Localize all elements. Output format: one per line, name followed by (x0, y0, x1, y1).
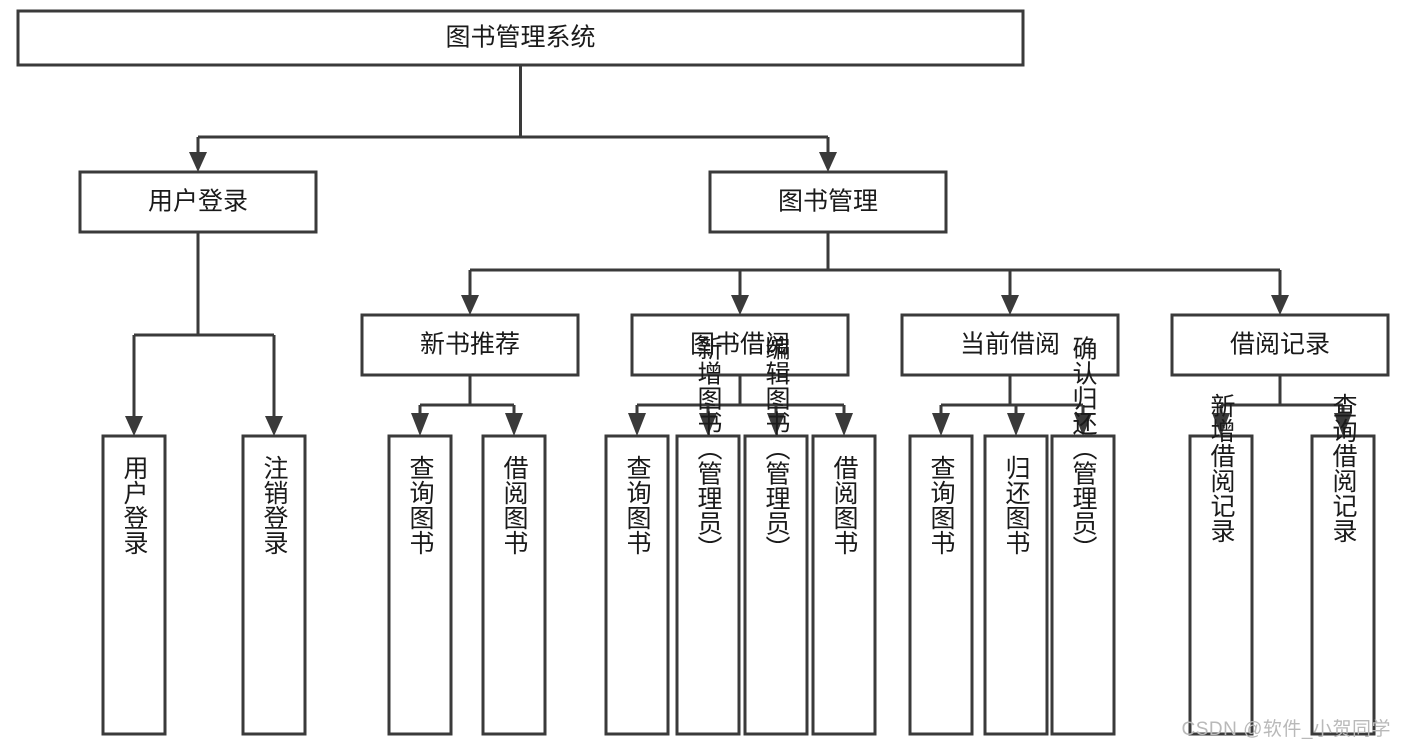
leaf-br-query-record-label: 查询借阅记录 (1329, 393, 1358, 543)
node-root-label: 图书管理系统 (445, 24, 595, 52)
node-new-book-recommend-box[interactable] (360, 313, 580, 377)
leaf-nb-borrow-book-label: 借阅图书 (500, 455, 529, 555)
node-borrow-record-box[interactable] (1170, 313, 1390, 377)
arrow-head-nb-borrow (505, 413, 523, 436)
leaf-logout[interactable]: 注销登录 (241, 434, 307, 736)
connector-layer (125, 65, 1352, 436)
node-new-book-recommend-label: 新书推荐 (420, 331, 520, 359)
arrow-head-cb-query (932, 413, 950, 436)
leaf-nb-query-book-label: 查询图书 (406, 455, 435, 555)
arrow-head-borrow-record (1271, 295, 1289, 315)
leaf-bb-borrow-book-label: 借阅图书 (830, 455, 859, 555)
arrow-head-user-login (189, 152, 207, 172)
node-book-manage-box[interactable] (708, 170, 948, 234)
arrow-head-leaf-logout (265, 416, 283, 436)
node-root[interactable]: 图书管理系统 (16, 9, 1025, 67)
node-book-manage[interactable]: 图书管理 (708, 170, 948, 234)
leaf-bb-borrow-book[interactable]: 借阅图书 (811, 434, 877, 736)
leaf-bb-add-book-label: 新增图书（管理员） (694, 336, 723, 561)
leaf-bb-query-book-label: 查询图书 (623, 455, 652, 555)
leaf-nb-query-book-box[interactable] (387, 434, 453, 736)
node-book-borrow-label: 图书借阅 (690, 331, 790, 359)
leaf-cb-confirm-return-label: 确认归还（管理员） (1069, 336, 1098, 561)
leaf-user-login-label: 用户登录 (120, 455, 149, 555)
leaf-user-login-box[interactable] (101, 434, 167, 736)
leaf-cb-confirm-return[interactable]: 确认归还（管理员） (1050, 336, 1116, 736)
leaf-bb-query-book[interactable]: 查询图书 (604, 434, 670, 736)
leaf-bb-query-book-box[interactable] (604, 434, 670, 736)
node-user-login[interactable]: 用户登录 (78, 170, 318, 234)
arrow-head-br-query (1334, 413, 1352, 436)
leaf-bb-edit-book[interactable]: 编辑图书（管理员） (743, 336, 809, 736)
node-user-login-label: 用户登录 (148, 188, 248, 216)
arrow-head-book-borrow (731, 295, 749, 315)
leaf-br-add-record[interactable]: 新增借阅记录 (1188, 393, 1254, 736)
leaf-bb-add-book-box[interactable] (675, 434, 741, 736)
leaf-br-add-record-box[interactable] (1188, 434, 1254, 736)
leaf-cb-return-book-box[interactable] (983, 434, 1049, 736)
node-new-book-recommend[interactable]: 新书推荐 (360, 313, 580, 377)
arrow-head-book-manage (819, 152, 837, 172)
node-current-borrow-label: 当前借阅 (960, 331, 1060, 359)
leaf-cb-return-book[interactable]: 归还图书 (983, 434, 1049, 736)
node-current-borrow[interactable]: 当前借阅 (900, 313, 1120, 377)
arrow-head-bb-borrow (835, 413, 853, 436)
node-book-borrow-box[interactable] (630, 313, 850, 377)
node-current-borrow-box[interactable] (900, 313, 1120, 377)
leaf-cb-confirm-return-box[interactable] (1050, 434, 1116, 736)
arrow-head-cb-confirm (1074, 413, 1092, 436)
arrow-head-current-borrow (1001, 295, 1019, 315)
leaf-bb-add-book[interactable]: 新增图书（管理员） (675, 336, 741, 736)
leaf-bb-edit-book-label: 编辑图书（管理员） (762, 336, 791, 561)
arrow-head-bb-query (628, 413, 646, 436)
arrow-head-leaf-user-login (125, 416, 143, 436)
leaf-nb-query-book[interactable]: 查询图书 (387, 434, 453, 736)
arrow-head-nb-query (411, 413, 429, 436)
node-root-box[interactable] (16, 9, 1025, 67)
leaf-br-add-record-label: 新增借阅记录 (1207, 393, 1236, 543)
leaf-nb-borrow-book-box[interactable] (481, 434, 547, 736)
leaf-logout-box[interactable] (241, 434, 307, 736)
node-borrow-record[interactable]: 借阅记录 (1170, 313, 1390, 377)
leaf-bb-edit-book-box[interactable] (743, 434, 809, 736)
leaf-br-query-record-box[interactable] (1310, 434, 1376, 736)
leaf-nb-borrow-book[interactable]: 借阅图书 (481, 434, 547, 736)
arrow-head-br-add (1212, 413, 1230, 436)
arrow-head-bb-add (699, 413, 717, 436)
leaf-bb-borrow-book-box[interactable] (811, 434, 877, 736)
leaf-logout-label: 注销登录 (260, 455, 289, 555)
leaf-user-login[interactable]: 用户登录 (101, 434, 167, 736)
node-book-borrow[interactable]: 图书借阅 (630, 313, 850, 377)
leaf-cb-return-book-label: 归还图书 (1002, 455, 1031, 555)
leaf-cb-query-book-label: 查询图书 (927, 455, 956, 555)
leaf-cb-query-book-box[interactable] (908, 434, 974, 736)
arrow-head-new-book (461, 295, 479, 315)
arrow-head-cb-return (1007, 413, 1025, 436)
node-user-login-box[interactable] (78, 170, 318, 234)
node-borrow-record-label: 借阅记录 (1230, 331, 1330, 359)
node-book-manage-label: 图书管理 (778, 188, 878, 216)
leaf-cb-query-book[interactable]: 查询图书 (908, 434, 974, 736)
leaf-br-query-record[interactable]: 查询借阅记录 (1310, 393, 1376, 736)
arrow-head-bb-edit (767, 413, 785, 436)
